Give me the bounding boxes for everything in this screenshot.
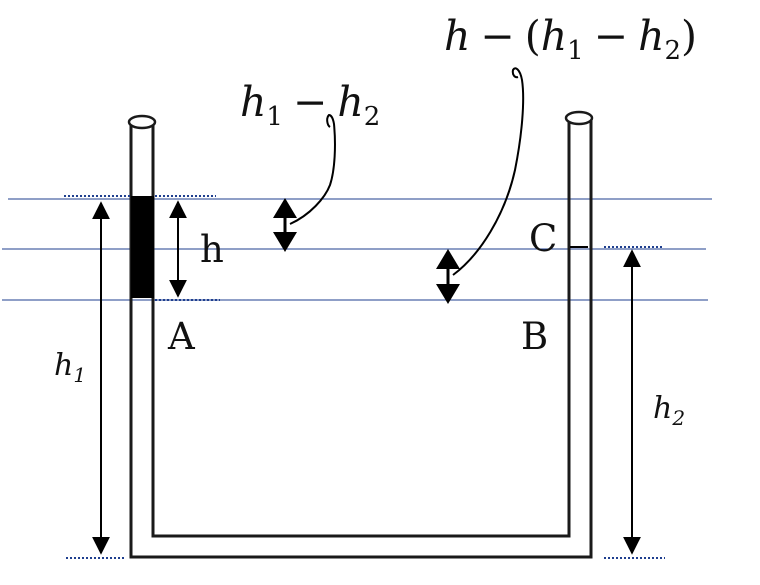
annotation-h-minus-difference: h−(h1−h2) — [444, 12, 697, 66]
u-tube-inner-wall — [151, 118, 571, 538]
difference-leader-curve — [289, 113, 336, 225]
label-c: C — [529, 217, 557, 260]
label-column-h: h — [200, 228, 224, 271]
remaining-double-arrow — [436, 249, 460, 304]
annotation-h1-minus-h2: h1−h2 — [240, 78, 380, 132]
label-h1: h1 — [54, 348, 86, 387]
label-b: B — [521, 315, 548, 358]
difference-double-arrow — [273, 198, 297, 252]
u-tube-outer-wall — [129, 118, 593, 559]
remaining-leader-curve — [452, 67, 525, 276]
label-a: A — [167, 315, 196, 358]
mercury-column — [131, 196, 154, 298]
right-tube-opening — [564, 110, 594, 126]
left-tube-opening — [127, 114, 157, 130]
label-h2: h2 — [653, 391, 685, 430]
